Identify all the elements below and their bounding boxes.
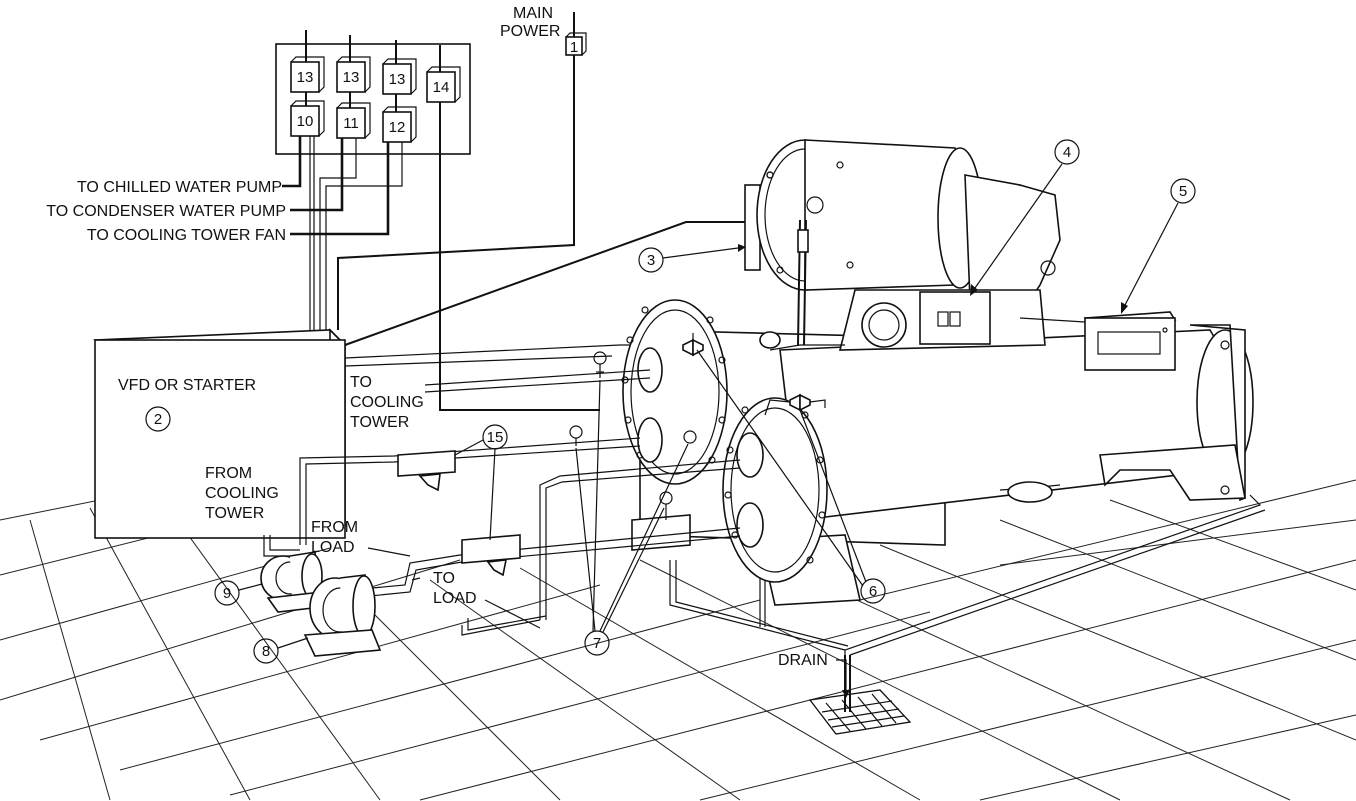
starter-box: 10 xyxy=(290,100,325,137)
svg-text:MAIN: MAIN xyxy=(513,5,553,22)
drain-piping xyxy=(669,494,1266,656)
vfd-cabinet: VFD OR STARTER 2 xyxy=(93,328,347,539)
motor-cable xyxy=(344,221,745,346)
callout-6: 6 xyxy=(696,349,886,604)
label-drain: DRAIN xyxy=(778,652,828,669)
svg-text:8: 8 xyxy=(262,643,270,660)
label-to-chilled-water-pump: TO CHILLED WATER PUMP xyxy=(77,179,282,196)
pressure-gauge xyxy=(569,425,583,446)
svg-text:12: 12 xyxy=(389,119,406,136)
label-to-load: TO xyxy=(433,570,455,587)
starter-box: 12 xyxy=(382,106,417,143)
label-from-cooling-tower-2: COOLING xyxy=(205,485,279,502)
pump-9 xyxy=(260,551,332,613)
callout-4: 4 xyxy=(970,139,1080,296)
callout-5: 5 xyxy=(1121,178,1196,314)
label-to-cooling-tower: TO xyxy=(350,374,372,391)
disconnect-box: 14 xyxy=(426,66,461,103)
label-to-condenser-water-pump: TO CONDENSER WATER PUMP xyxy=(46,203,286,220)
water-piping xyxy=(263,369,741,636)
evaporator-head xyxy=(722,397,828,583)
svg-text:VFD OR STARTER: VFD OR STARTER xyxy=(118,377,256,394)
label-to-cooling-tower-2: COOLING xyxy=(350,394,424,411)
disconnect-box: 13 xyxy=(336,56,371,93)
callout-15: 15 xyxy=(454,424,508,541)
label-to-cooling-tower-fan: TO COOLING TOWER FAN xyxy=(87,227,286,244)
callout-7: 7 xyxy=(575,379,689,656)
display-bracket xyxy=(1019,317,1086,323)
svg-text:1: 1 xyxy=(570,39,578,56)
pressure-gauge xyxy=(593,351,607,378)
svg-text:14: 14 xyxy=(433,79,450,96)
label-to-load-2: LOAD xyxy=(433,590,477,607)
callout-9: 9 xyxy=(214,580,263,606)
label-from-load-2: LOAD xyxy=(311,539,355,556)
strainer xyxy=(397,450,456,492)
evaporator-shell xyxy=(779,324,1254,521)
callout-8: 8 xyxy=(253,637,309,664)
disconnect-box: 13 xyxy=(382,58,417,95)
main-power: 1 MAIN POWER xyxy=(337,5,587,330)
disconnect-box: 13 xyxy=(290,56,325,93)
condenser-head xyxy=(621,299,728,485)
svg-text:13: 13 xyxy=(389,71,406,88)
svg-text:7: 7 xyxy=(593,635,601,652)
control-display xyxy=(1083,311,1177,371)
pump-wiring xyxy=(282,102,600,411)
svg-text:11: 11 xyxy=(343,115,359,132)
valve xyxy=(682,333,704,357)
label-from-cooling-tower: FROM xyxy=(205,465,252,482)
svg-text:4: 4 xyxy=(1063,144,1071,161)
svg-text:3: 3 xyxy=(647,252,655,269)
label-from-load: FROM xyxy=(311,519,358,536)
svg-text:POWER: POWER xyxy=(500,23,560,40)
floor-grid xyxy=(0,479,1356,801)
svg-text:10: 10 xyxy=(297,113,314,130)
pressure-gauge xyxy=(683,430,697,444)
strainer xyxy=(461,534,521,577)
label-to-cooling-tower-3: TOWER xyxy=(350,414,409,431)
label-from-cooling-tower-3: TOWER xyxy=(205,505,264,522)
svg-text:9: 9 xyxy=(223,585,231,602)
svg-text:5: 5 xyxy=(1179,183,1187,200)
electrical-panel: 13 13 13 14 10 11 xyxy=(275,30,471,155)
floor-drain xyxy=(808,655,912,735)
svg-text:2: 2 xyxy=(154,411,162,428)
pump-8 xyxy=(303,574,382,657)
svg-text:6: 6 xyxy=(869,583,877,600)
compressor xyxy=(744,139,1061,351)
callout-3: 3 xyxy=(638,244,746,273)
svg-text:15: 15 xyxy=(487,429,504,446)
svg-text:13: 13 xyxy=(297,69,314,86)
starter-box: 11 xyxy=(336,102,371,139)
svg-text:13: 13 xyxy=(343,69,360,86)
valve xyxy=(764,393,826,416)
